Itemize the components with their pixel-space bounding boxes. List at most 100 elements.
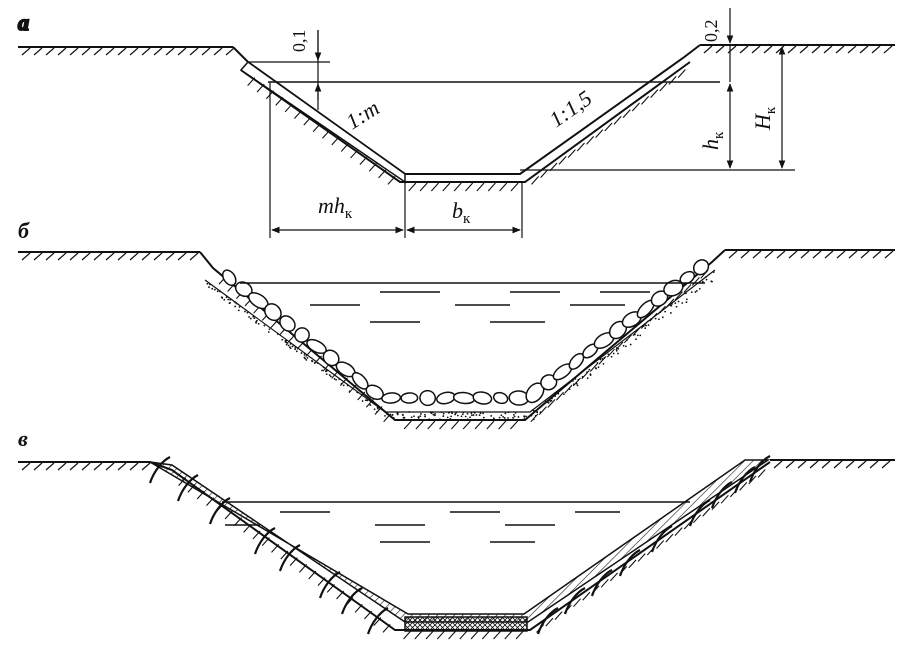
sand-dot [246,311,249,314]
sand-dot [500,414,503,417]
sand-dot [451,419,454,421]
trench-outline-a [232,44,701,175]
sand-dot [635,338,637,341]
hatch-stroke [414,630,423,640]
sand-dot [434,418,437,421]
hatch-stroke [57,462,67,471]
sand-dot [410,416,413,419]
sand-dot [208,286,210,289]
sand-dot [223,298,226,301]
hatch-stroke [261,537,270,547]
hatch-stroke [69,462,79,471]
sand-dot [248,316,250,318]
sand-dot [284,340,287,342]
hatch-stroke [340,143,349,152]
sand-dot [523,418,526,420]
hatch-stroke [312,123,321,133]
sand-dot [289,347,292,350]
sand-dot [607,353,610,356]
sand-dot [588,368,591,371]
sand-dot [321,369,323,372]
sand-dot [313,361,316,364]
hatch-stroke [81,462,91,471]
sand-dot [617,347,620,350]
hatch-stroke [165,47,175,56]
fascine-stake [563,587,586,615]
sand-dot [434,414,436,417]
sand-dot [304,357,306,360]
hatch-stroke [289,557,298,567]
hatch-stroke [609,572,618,582]
hatch-stroke [465,182,474,192]
sand-dot [647,324,650,327]
hatch-stroke [668,75,677,85]
sand-dot [356,391,359,394]
sand-dot [253,317,256,320]
hatch-stroke [677,69,686,79]
sand-dot [503,417,506,419]
sand-dot [482,416,485,419]
sand-dot [661,316,664,319]
sand-dot [532,418,535,421]
sand-dot [469,418,472,421]
hatch-stroke [206,497,215,507]
hatch-stroke [883,45,893,54]
sand-dot [517,416,520,418]
hatch-stroke [378,169,387,179]
sand-dot [642,325,645,328]
sand-dot [255,319,258,322]
hatch-stroke [129,462,139,471]
fascine-stake [650,525,673,553]
fascine-stake [748,455,771,483]
hatch-stroke [294,110,303,119]
sand-dot [287,344,290,347]
hatch-stroke [415,420,424,430]
hatch-stroke [812,250,822,259]
hatch-stroke [453,182,462,192]
hatch-stroke [450,420,459,430]
sand-dot [596,361,599,364]
hatch-stroke [589,363,598,372]
sand-dot [346,384,349,387]
hatch-stroke [303,116,312,126]
sand-dot [675,305,678,308]
sand-dot [338,378,341,381]
hatch-stroke [693,514,702,524]
panel-a: а 0,1 0,2 1:m 1:1,5 hк Hк [17,8,895,238]
hatch-stroke [835,45,845,54]
hatch-stroke [382,623,391,633]
sand-dot [470,414,473,417]
sand-dot [389,414,392,417]
hatch-stroke [470,630,479,640]
hatch-stroke [773,460,783,469]
sand-dot [554,395,556,398]
hatch-stroke [271,543,280,553]
sand-dot [328,374,331,376]
fascine-stake [208,497,231,525]
stone [381,392,402,404]
hatch-stroke [776,250,786,259]
sand-dot [294,346,297,349]
sand-dot [235,302,238,305]
hatch-stroke [45,462,55,471]
sand-dot [712,271,715,274]
stone [663,279,684,297]
fascine-stake [176,474,199,502]
sand-dot [563,393,565,396]
sand-dot [277,333,279,336]
hatch-stroke [558,155,567,165]
sand-dot [572,383,575,386]
hatch-stroke [387,176,396,185]
sand-dot [575,382,578,385]
sand-dot [586,377,589,380]
hatch-stroke [823,45,833,54]
sand-dot [238,306,241,308]
sand-dot [550,397,553,400]
hatch-stroke [510,182,519,192]
hatch-stroke [650,89,659,99]
hatch-stroke [247,77,256,86]
hatch-stroke [368,162,377,172]
hatch-stroke [845,460,855,469]
hatch-stroke [359,156,368,166]
hatch-stroke [284,103,293,113]
